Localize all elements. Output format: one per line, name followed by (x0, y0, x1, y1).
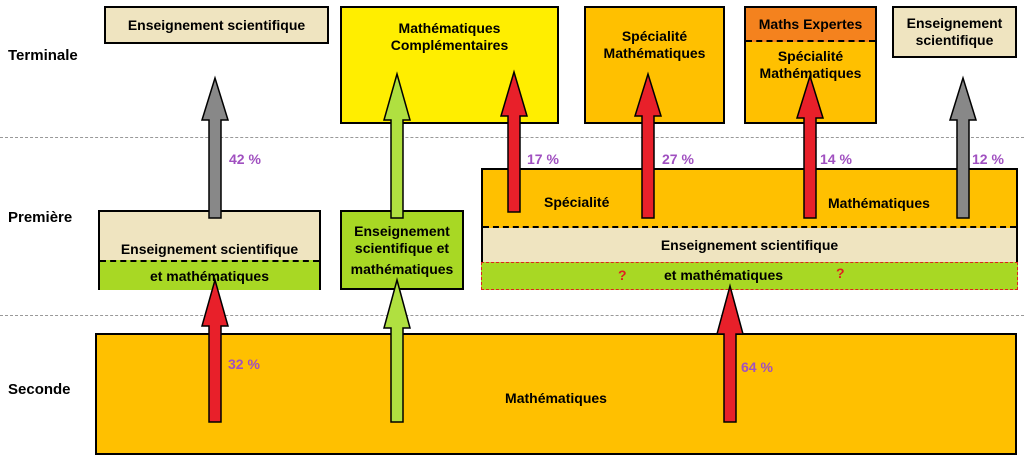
terminale-spe-maths-line2: Mathématiques (603, 45, 706, 61)
terminale-maths-comp-line1: Mathématiques (398, 20, 501, 36)
percent-64: 64 % (741, 359, 773, 375)
premiere-esm-bottom: et mathématiques (100, 260, 319, 290)
percent-14: 14 % (820, 151, 852, 167)
percent-42: 42 % (229, 151, 261, 167)
premiere-spe-et-maths: et mathématiques (481, 262, 1018, 290)
level-label-premiere: Première (8, 209, 73, 226)
arrow-green-center (383, 71, 411, 219)
terminale-ens-sci-label: Enseignement scientifique (127, 16, 306, 33)
premiere-spe-top: Spécialité Mathématiques (483, 170, 1016, 228)
arrow-gray-left (200, 75, 230, 219)
terminale-spe-maths-b: Spécialité Mathématiques (746, 42, 875, 82)
premiere-spe-right-label: Mathématiques (828, 195, 930, 211)
arrow-red-3 (795, 73, 825, 219)
premiere-esm-bottom-label: et mathématiques (149, 267, 270, 284)
percent-12: 12 % (972, 151, 1004, 167)
percent-32: 32 % (228, 356, 260, 372)
terminale-ens-sci-b-line1: Enseignement (906, 15, 1003, 31)
percent-17: 17 % (527, 151, 559, 167)
arrow-red-seconde-right (716, 283, 744, 423)
premiere-spe-et-maths-label: et mathématiques (664, 267, 784, 283)
premiere-esm-top: Enseignement scientifique (100, 212, 319, 260)
terminale-maths-comp-line2: Complémentaires (390, 37, 509, 53)
premiere-spe-box: Spécialité Mathématiques Enseignement sc… (481, 168, 1018, 290)
level-label-terminale: Terminale (8, 47, 78, 64)
premiere-esm-top-label: Enseignement scientifique (120, 241, 299, 257)
percent-27: 27 % (662, 151, 694, 167)
terminale-spe-maths-line1: Spécialité (621, 28, 688, 44)
premiere-spe-ens-sci-label: Enseignement scientifique (660, 236, 839, 253)
arrow-green-seconde (383, 277, 411, 423)
terminale-ens-sci-box: Enseignement scientifique (104, 6, 329, 44)
premiere-esm2-line1: Enseignement (354, 222, 450, 239)
seconde-maths-label: Mathématiques (505, 389, 607, 406)
question-mark-right: ? (836, 265, 845, 281)
arrow-red-2 (633, 71, 663, 219)
premiere-spe-left-label: Spécialité (544, 194, 610, 210)
terminale-maths-expertes: Maths Expertes (746, 8, 875, 42)
premiere-esm2-box: Enseignement scientifique et mathématiqu… (340, 210, 464, 290)
terminale-ens-sci-b-box: Enseignement scientifique (892, 6, 1017, 58)
terminale-ens-sci-b-line2: scientifique (915, 32, 994, 48)
premiere-esm-box: Enseignement scientifique et mathématiqu… (98, 210, 321, 290)
separator-premiere-seconde (0, 315, 1024, 316)
terminale-spe-maths-b-line2: Mathématiques (759, 65, 862, 81)
question-mark-left: ? (618, 267, 627, 283)
arrow-red-1 (499, 69, 529, 213)
premiere-esm2-line2: scientifique et (354, 239, 450, 256)
terminale-maths-expertes-label: Maths Expertes (758, 15, 863, 32)
premiere-spe-ens-sci: Enseignement scientifique (483, 228, 1016, 262)
seconde-maths-box: Mathématiques (95, 333, 1017, 455)
arrow-red-seconde-left (201, 277, 229, 423)
arrow-gray-right (948, 75, 978, 219)
level-label-seconde: Seconde (8, 381, 71, 398)
terminale-spe-maths-b-line1: Spécialité (777, 48, 844, 64)
premiere-esm2-line3: mathématiques (350, 260, 454, 277)
